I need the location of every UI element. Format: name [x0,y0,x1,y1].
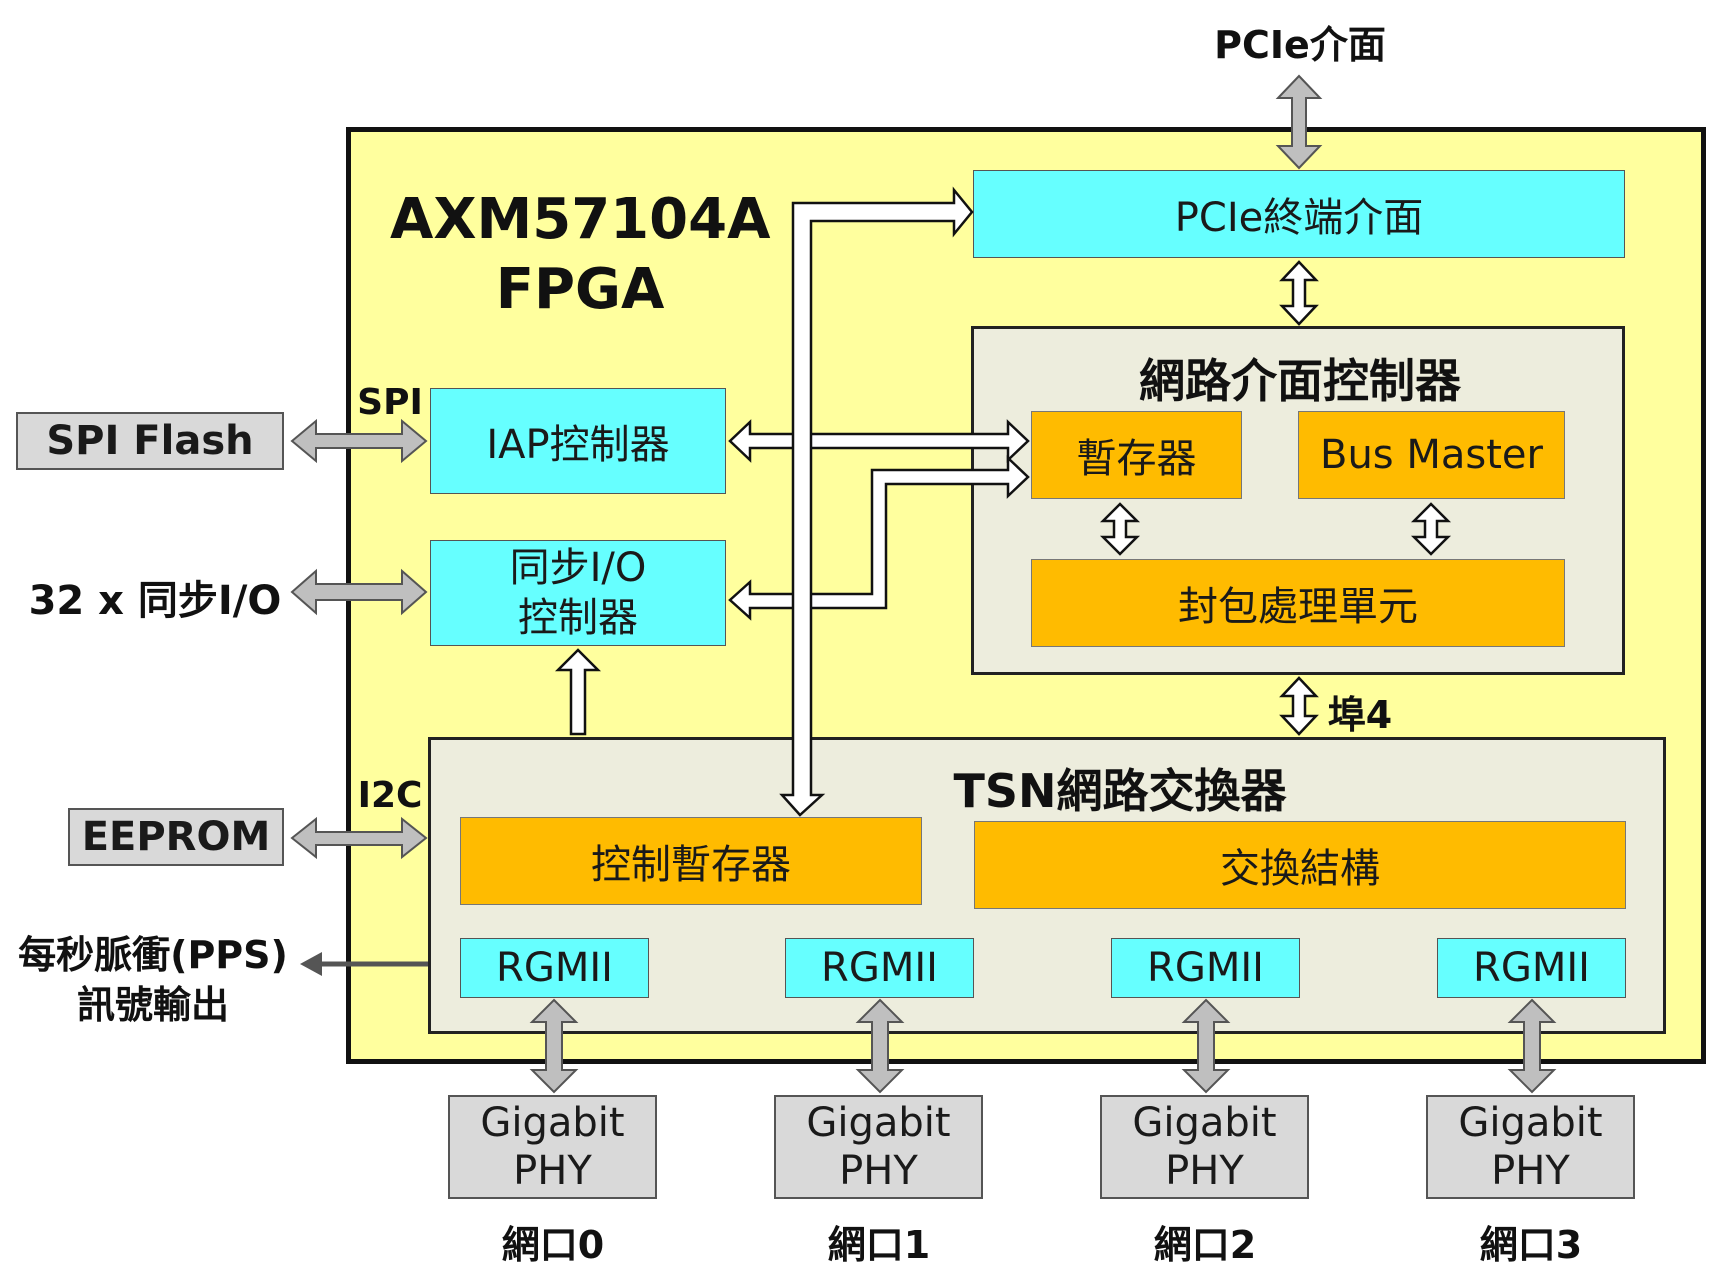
pcie-interface-label: PCIe介面 [1214,23,1386,67]
register-packet-arrow [1099,502,1141,556]
control-pcie-arrow [779,186,974,817]
phy-arrow [1507,998,1557,1094]
iap-register-arrow [728,419,1030,463]
port-label: 網口1 [827,1223,931,1267]
phy-arrow [1181,998,1231,1094]
syncio-register-arrow [728,455,1030,621]
sync-io-controller-block: 同步I/O 控制器 [430,540,726,646]
pcie-endpoint-block: PCIe終端介面 [973,170,1625,258]
rgmii-block: RGMII [460,938,649,998]
sync-io-label: 32 x 同步I/O [28,578,282,624]
sync-io-arrow [290,568,428,616]
port-label: 網口0 [501,1223,605,1267]
spi-arrow [290,418,428,464]
phy-arrow [529,998,579,1094]
gigabit-phy-block: Gigabit PHY [448,1095,657,1199]
pps-arrow [300,952,428,976]
i2c-arrow [290,816,428,860]
pps-output-label: 每秒脈衝(PPS) 訊號輸出 [18,933,288,1027]
switch-fabric-block: 交換結構 [974,821,1626,909]
pcie-external-arrow [1275,74,1323,170]
gigabit-phy-block: Gigabit PHY [774,1095,983,1199]
gigabit-phy-block: Gigabit PHY [1426,1095,1635,1199]
fpga-title: AXM57104A FPGA [390,187,771,322]
phy-arrow [855,998,905,1094]
rgmii-block: RGMII [1111,938,1300,998]
port-label: 網口3 [1479,1223,1583,1267]
pcie-nic-arrow [1279,260,1319,326]
port4-label: 埠4 [1327,693,1393,737]
iap-controller-block: IAP控制器 [430,388,726,494]
nic-title: 網路介面控制器 [1139,354,1461,408]
i2c-label: I2C [357,775,423,816]
port-label: 網口2 [1153,1223,1257,1267]
tsn-syncio-arrow [554,648,602,736]
spi-flash-block: SPI Flash [16,412,284,470]
rgmii-block: RGMII [785,938,974,998]
bus-master-block: Bus Master [1298,411,1565,499]
rgmii-block: RGMII [1437,938,1626,998]
gigabit-phy-block: Gigabit PHY [1100,1095,1309,1199]
control-register-block: 控制暫存器 [460,817,922,905]
busmaster-packet-arrow [1410,502,1452,556]
packet-processing-unit: 封包處理單元 [1031,559,1565,647]
tsn-title: TSN網路交換器 [953,764,1287,818]
port4-arrow [1279,676,1319,736]
register-block: 暫存器 [1031,411,1242,499]
eeprom-block: EEPROM [68,808,284,866]
spi-label: SPI [357,382,423,423]
